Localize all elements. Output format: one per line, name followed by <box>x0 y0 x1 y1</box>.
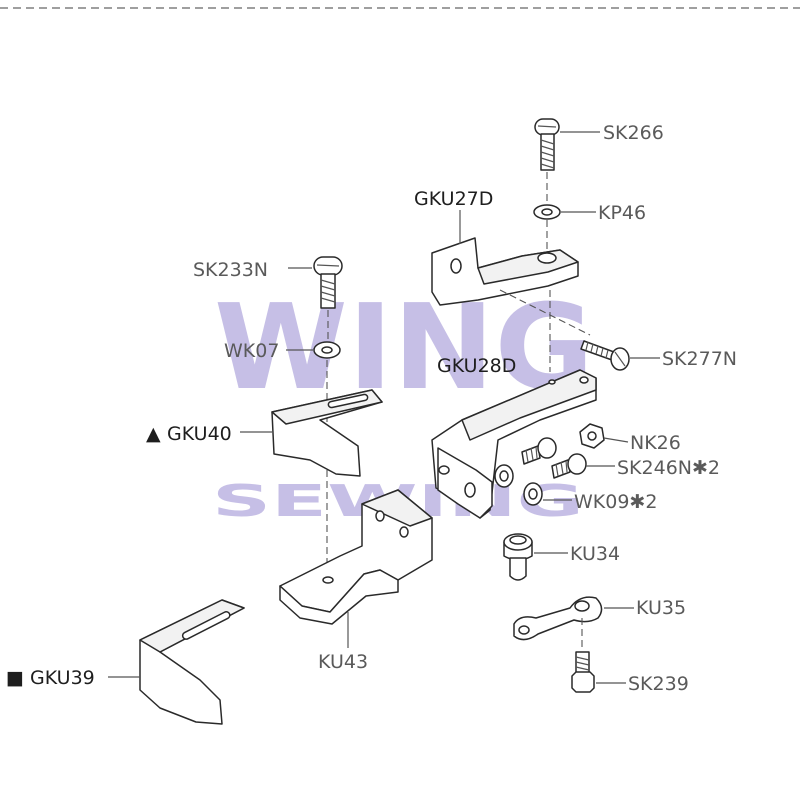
label-wk09: WK09✱2 <box>574 491 657 513</box>
gku40-triangle-icon: ▲ <box>146 423 161 445</box>
label-ku35: KU35 <box>636 597 686 619</box>
ku35-link-icon <box>513 596 603 641</box>
label-gku40: GKU40 <box>167 423 232 445</box>
label-gku28d: GKU28D <box>437 355 516 377</box>
label-wk07: WK07 <box>224 340 279 362</box>
label-nk26: NK26 <box>630 432 681 454</box>
label-sk233n: SK233N <box>193 259 268 281</box>
gku39-plate-icon <box>139 599 245 725</box>
sk277n-screw-icon <box>580 340 630 371</box>
sk246n-screw-icon <box>521 437 587 479</box>
nk26-nut-icon <box>579 423 605 449</box>
gku28d-bracket-icon <box>431 369 597 519</box>
sk239-screw-icon <box>571 651 595 693</box>
label-ku43: KU43 <box>318 651 368 673</box>
label-sk246n: SK246N✱2 <box>617 457 720 479</box>
ku43-bracket-icon <box>279 489 433 625</box>
label-kp46: KP46 <box>598 202 646 224</box>
ku34-pin-icon <box>503 533 533 581</box>
label-ku34: KU34 <box>570 543 620 565</box>
label-sk239: SK239 <box>628 673 689 695</box>
label-sk277n: SK277N <box>662 348 737 370</box>
wk07-washer-icon <box>313 341 341 359</box>
gku39-square-icon: ■ <box>6 667 24 689</box>
gku40-plate-icon <box>271 389 383 477</box>
gku27d-bracket-icon <box>431 237 579 306</box>
label-gku27d: GKU27D <box>414 188 493 210</box>
kp46-washer-icon <box>533 204 561 220</box>
label-gku39: GKU39 <box>30 667 95 689</box>
sk266-screw-icon <box>534 118 560 171</box>
wk09-washer-icon <box>494 464 543 506</box>
label-sk266: SK266 <box>603 122 664 144</box>
sk233n-screw-icon <box>313 256 343 309</box>
